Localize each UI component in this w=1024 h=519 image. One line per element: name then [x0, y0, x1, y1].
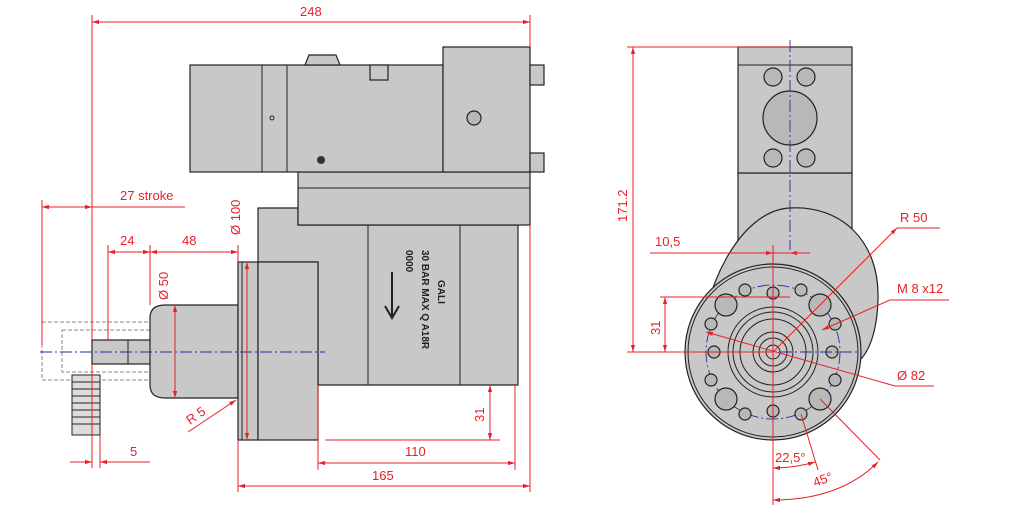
nameplate-serial: 0000 — [403, 250, 414, 273]
tab-top — [529, 64, 545, 86]
dim-front-radius: R 50 — [900, 210, 927, 225]
direction-arrow-icon — [384, 272, 400, 320]
dim-body-len: 110 — [405, 444, 426, 459]
dim-flange-diameter: Ø 100 — [228, 200, 243, 235]
dim-height-offset: 31 — [472, 408, 487, 422]
nameplate-brand: GALI — [435, 280, 446, 304]
dim-angle-large: 45° — [811, 469, 835, 490]
front-view — [680, 40, 879, 441]
dim-thread: M 8 x12 — [897, 281, 943, 296]
dim-pcd: Ø 82 — [897, 368, 925, 383]
dim-shaft-len: 24 — [120, 233, 134, 248]
tab-bottom — [529, 152, 545, 173]
dim-stroke: 27 stroke — [120, 188, 173, 203]
dim-neck-len: 48 — [182, 233, 196, 248]
flange — [237, 261, 259, 441]
valve-block-right — [442, 46, 531, 173]
dim-overall-length: 248 — [300, 4, 322, 19]
dim-offset: 5 — [130, 444, 137, 459]
dim-radius: R 5 — [183, 404, 208, 428]
dim-horizontal-offset: 10,5 — [655, 234, 680, 249]
side-view-dimensions: 248 27 stroke 24 48 Ø 50 Ø 100 R 5 5 110… — [41, 4, 531, 492]
body-lower — [257, 261, 319, 441]
dim-neck-diameter: Ø 50 — [156, 272, 171, 300]
port-icon — [466, 110, 482, 126]
nameplate: GALI 30 BAR MAX Q A18R 0000 — [403, 250, 446, 350]
dim-total-len: 165 — [372, 468, 394, 483]
middle-plate — [297, 171, 531, 226]
dim-height: 171.2 — [615, 189, 630, 222]
side-view: GALI 30 BAR MAX Q A18R 0000 — [40, 46, 545, 441]
dim-vertical-offset: 31 — [648, 321, 663, 335]
top-block-screws — [763, 67, 816, 168]
nameplate-spec: 30 BAR MAX Q A18R — [419, 250, 430, 350]
valve-block — [189, 64, 444, 173]
neck — [149, 304, 239, 399]
small-block — [369, 64, 389, 81]
hex-nut-icon — [304, 54, 341, 66]
front-view-dimensions: 171.2 10,5 31 R 50 M 8 x12 Ø 82 22,5° 45… — [615, 46, 949, 505]
dim-angle-small: 22,5° — [775, 450, 806, 465]
screw-icon — [317, 156, 325, 164]
coil-detail — [71, 374, 101, 436]
